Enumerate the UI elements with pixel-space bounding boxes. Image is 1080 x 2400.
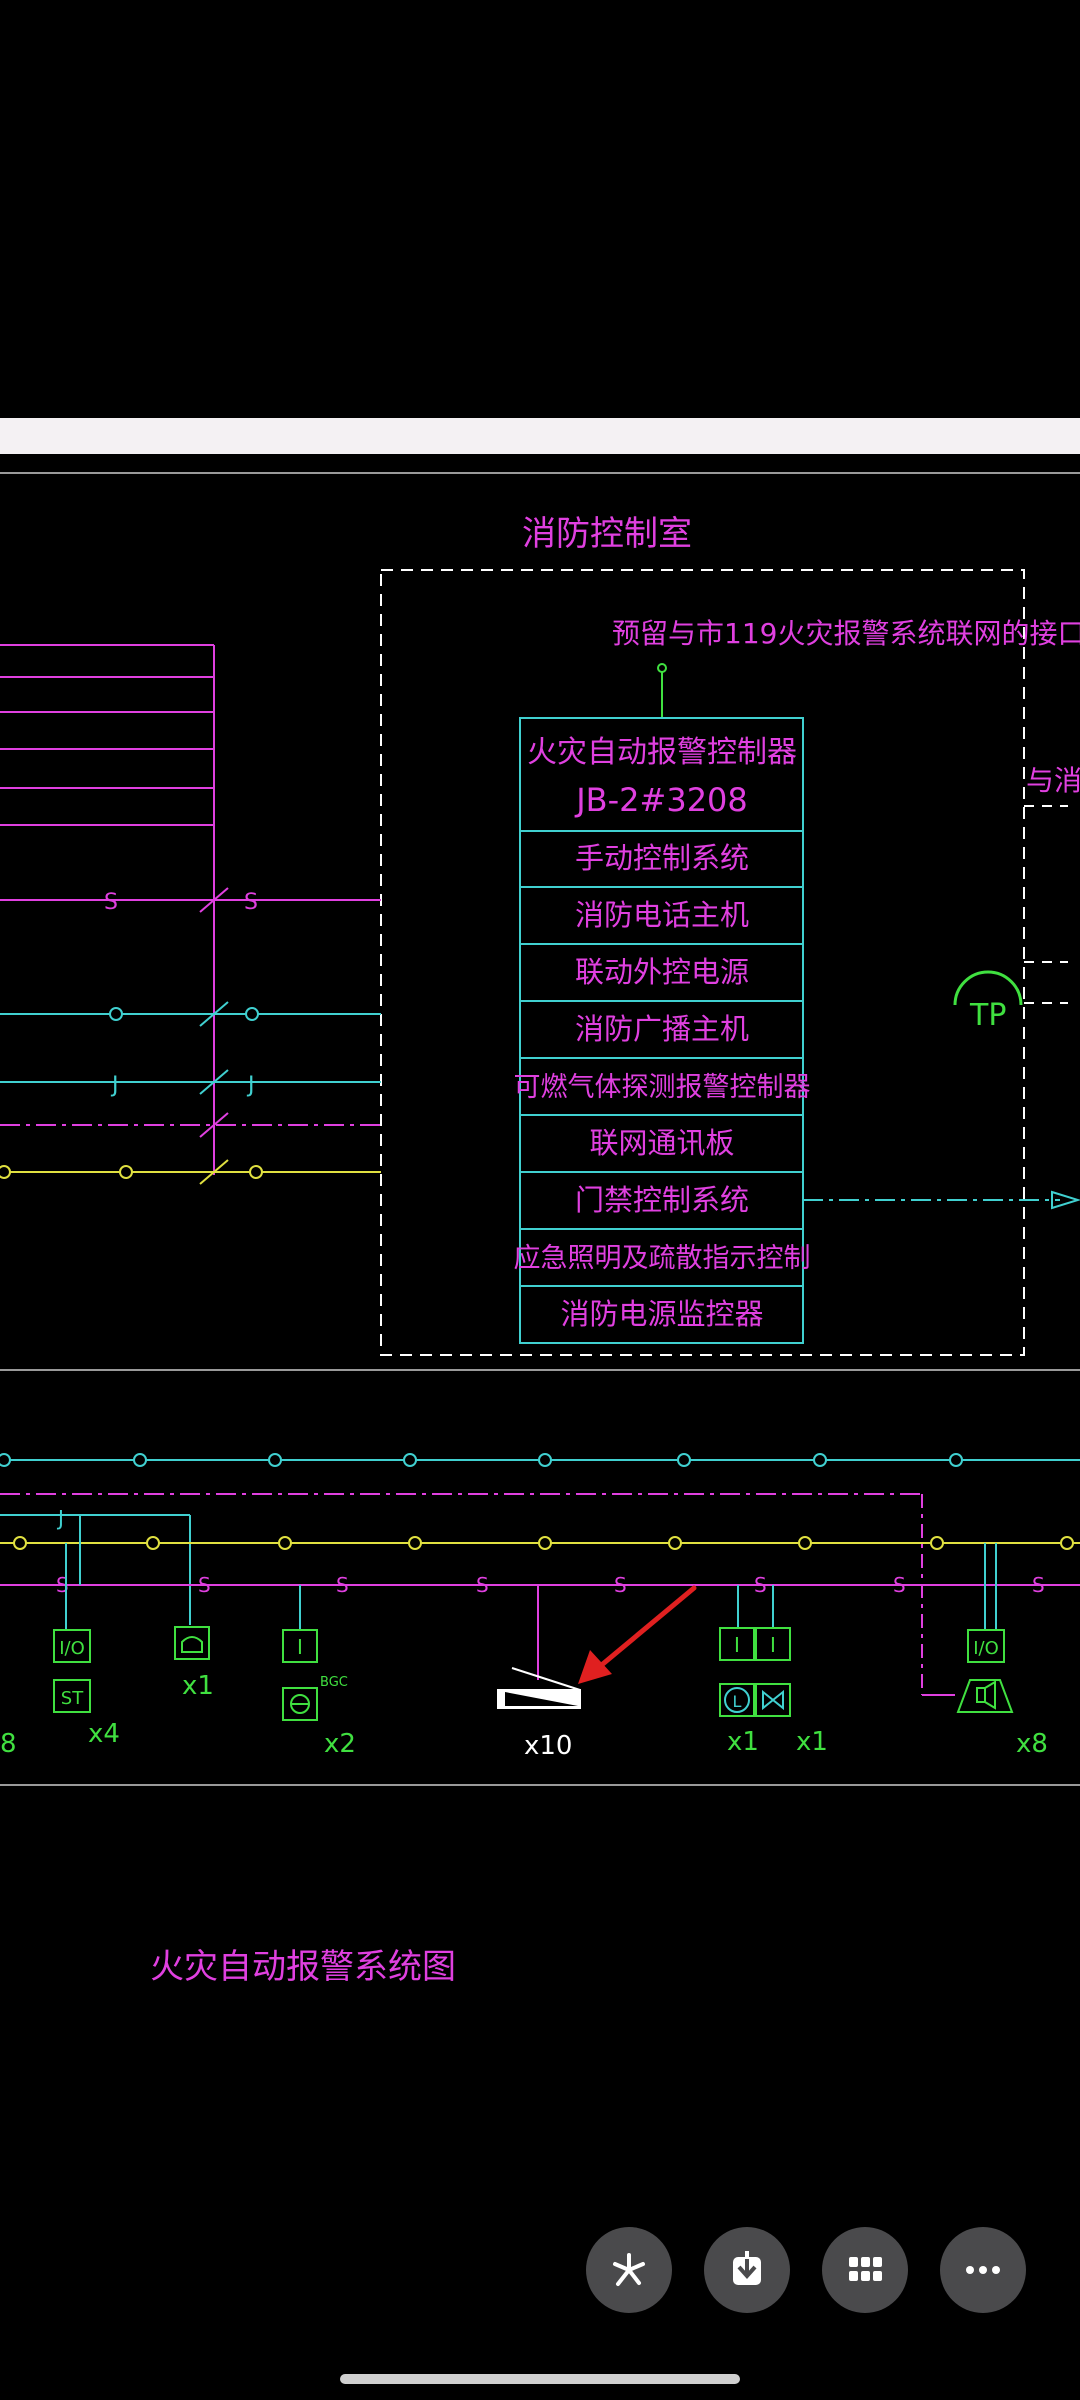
grid-icon — [849, 2257, 882, 2281]
panel-row: 门禁控制系统 — [575, 1183, 749, 1217]
device-count: x1 — [727, 1727, 759, 1757]
device-count: x1 — [796, 1727, 828, 1757]
controller-model: JB-2#3208 — [574, 781, 748, 819]
svg-text:S: S — [754, 1573, 767, 1597]
bottom-caption: 火灾自动报警系统图 — [150, 1947, 456, 1987]
tick — [199, 1001, 229, 1027]
svg-text:I: I — [297, 1635, 303, 1659]
device-count: x10 — [524, 1731, 572, 1761]
door-control-arrow — [1051, 1190, 1080, 1210]
svg-text:I/O: I/O — [973, 1638, 999, 1659]
right-edge-label: 与消防 — [1026, 764, 1080, 797]
line-node — [0, 1165, 11, 1179]
device-count: x2 — [324, 1729, 356, 1759]
bus-marker: S — [244, 890, 258, 915]
device-st-module: ST — [53, 1679, 91, 1713]
device-speaker-symbol — [956, 1679, 1014, 1713]
more-button[interactable] — [940, 2227, 1026, 2313]
interface-label: 预留与市119火灾报警系统联网的接口 — [612, 617, 1080, 650]
device-io-module-2: I/O — [967, 1629, 1005, 1663]
device-input-module-pair: I I L — [719, 1627, 791, 1717]
left-count: 8 — [0, 1729, 17, 1759]
panel-row: 手动控制系统 — [575, 841, 749, 875]
device-count: x1 — [182, 1671, 214, 1701]
line-node — [249, 1165, 263, 1179]
device-count: x4 — [88, 1719, 120, 1749]
grid-button[interactable] — [822, 2227, 908, 2313]
panel-row: 应急照明及疏散指示控制 — [514, 1243, 811, 1274]
download-icon — [733, 2251, 761, 2285]
download-button[interactable] — [704, 2227, 790, 2313]
bus-marker: J — [56, 1506, 64, 1530]
svg-text:S: S — [1032, 1573, 1045, 1597]
svg-text:I: I — [734, 1633, 740, 1657]
home-indicator[interactable] — [340, 2374, 740, 2384]
left-bus-bars — [0, 644, 215, 1175]
controller-title: 火灾自动报警控制器 — [527, 735, 797, 770]
lower-broadcast-nodes — [0, 1453, 963, 1467]
device-count: x8 — [1016, 1729, 1048, 1759]
bus-marker: J — [110, 1073, 119, 1098]
panel-row: 消防电话主机 — [575, 898, 749, 932]
panel-row: 联动外控电源 — [575, 955, 749, 989]
svg-text:I/O: I/O — [59, 1638, 85, 1659]
line-node — [109, 1007, 123, 1021]
line-node — [245, 1007, 259, 1021]
panel-row: 消防广播主机 — [575, 1012, 749, 1046]
room-title: 消防控制室 — [522, 514, 692, 554]
tick — [199, 887, 229, 913]
tick — [199, 1069, 229, 1095]
svg-text:S: S — [476, 1573, 489, 1597]
svg-text:I: I — [770, 1633, 776, 1657]
device-io-module-1: I/O — [53, 1629, 91, 1663]
more-icon — [966, 2266, 1000, 2274]
interface-node — [657, 663, 667, 673]
image-top-strip — [0, 418, 1080, 454]
telephone-jack-symbol — [953, 970, 1023, 1006]
svg-text:BGC: BGC — [320, 1675, 348, 1690]
svg-text:L: L — [733, 1692, 742, 1711]
pinwheel-icon — [613, 2253, 645, 2286]
red-annotation-arrow — [578, 1585, 697, 1684]
tick — [199, 1159, 229, 1185]
bus-marker: S — [104, 890, 118, 915]
svg-text:S: S — [336, 1573, 349, 1597]
device-phone-symbol — [174, 1626, 210, 1660]
panel-row: 联网通讯板 — [589, 1126, 734, 1160]
svg-text:S: S — [893, 1573, 906, 1597]
pinwheel-button[interactable] — [586, 2227, 672, 2313]
device-wedge-symbol — [497, 1667, 581, 1709]
svg-text:ST: ST — [61, 1688, 84, 1709]
panel-row: 消防电源监控器 — [560, 1297, 763, 1331]
tick — [199, 1112, 229, 1138]
controller-panel — [519, 717, 804, 1344]
panel-row: 可燃气体探测报警控制器 — [514, 1072, 811, 1103]
tp-label: TP — [969, 998, 1006, 1033]
bus-marker: J — [246, 1073, 255, 1098]
device-drops — [65, 1515, 997, 1680]
lower-power-nodes — [13, 1536, 1074, 1550]
control-room-boundary — [380, 569, 1025, 1356]
device-input-module-1: I BGC — [282, 1629, 348, 1721]
svg-text:S: S — [198, 1573, 211, 1597]
line-node — [119, 1165, 133, 1179]
svg-text:S: S — [614, 1573, 627, 1597]
